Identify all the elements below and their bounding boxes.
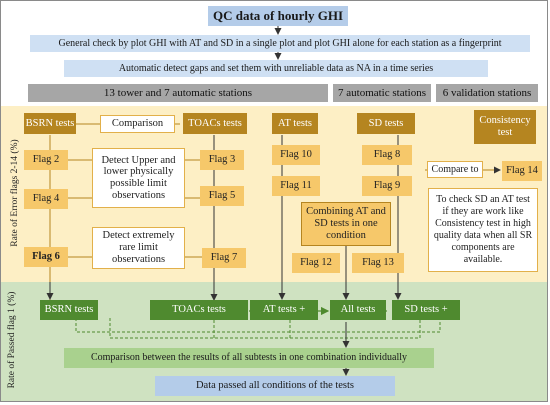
check-sd-at-note: To check SD an AT test if they are work … [428,188,538,272]
flag-14: Flag 14 [502,161,542,181]
bsrn-tests-box: BSRN tests [24,113,76,134]
at-tests-box: AT tests [272,113,318,134]
data-passed-all-box: Data passed all conditions of the tests [155,376,395,396]
flag-12: Flag 12 [292,253,340,273]
extreme-limit-note: Detect extremely rare limit observations [92,227,185,269]
flag-8: Flag 8 [362,145,412,165]
flag-6: Flag 6 [24,247,68,267]
flag-7: Flag 7 [202,248,246,268]
diagram-title: QC data of hourly GHI [208,6,348,26]
upper-lower-limit-note: Detect Upper and lower physically possib… [92,148,185,208]
toacs-tests-box: TOACs tests [183,113,247,134]
error-rate-label: Rate of Error flags 2-14 (%) [10,139,20,247]
bottom-toacs-tests: TOACs tests [150,300,248,320]
flag-5: Flag 5 [200,186,244,206]
auto-detect-box: Automatic detect gaps and set them with … [64,60,488,77]
sd-tests-box: SD tests [357,113,415,134]
group-auto: 7 automatic stations [333,84,431,102]
bottom-bsrn-tests: BSRN tests [40,300,98,320]
flag-2: Flag 2 [24,150,68,170]
group-validation: 6 validation stations [436,84,538,102]
flag-3: Flag 3 [200,150,244,170]
bottom-all-tests: All tests [330,300,386,320]
flag-11: Flag 11 [272,176,320,196]
flag-13: Flag 13 [352,253,404,273]
consistency-test-box: Consistency test [474,110,536,144]
group-tower-auto: 13 tower and 7 automatic stations [28,84,328,102]
comparison-box: Comparison [100,115,175,133]
flag-10: Flag 10 [272,145,320,165]
flag-9: Flag 9 [362,176,412,196]
passed-rate-label: Rate of Passed flag 1 (%) [7,291,17,389]
flag-4: Flag 4 [24,189,68,209]
bottom-at-tests-plus: AT tests + [250,300,318,320]
general-check-box: General check by plot GHI with AT and SD… [30,35,530,52]
bottom-sd-tests-plus: SD tests + [392,300,460,320]
combining-at-sd-box: Combining AT and SD tests in one conditi… [301,202,391,246]
comparison-subtests-box: Comparison between the results of all su… [64,348,434,368]
compare-to-box: Compare to [427,161,483,178]
